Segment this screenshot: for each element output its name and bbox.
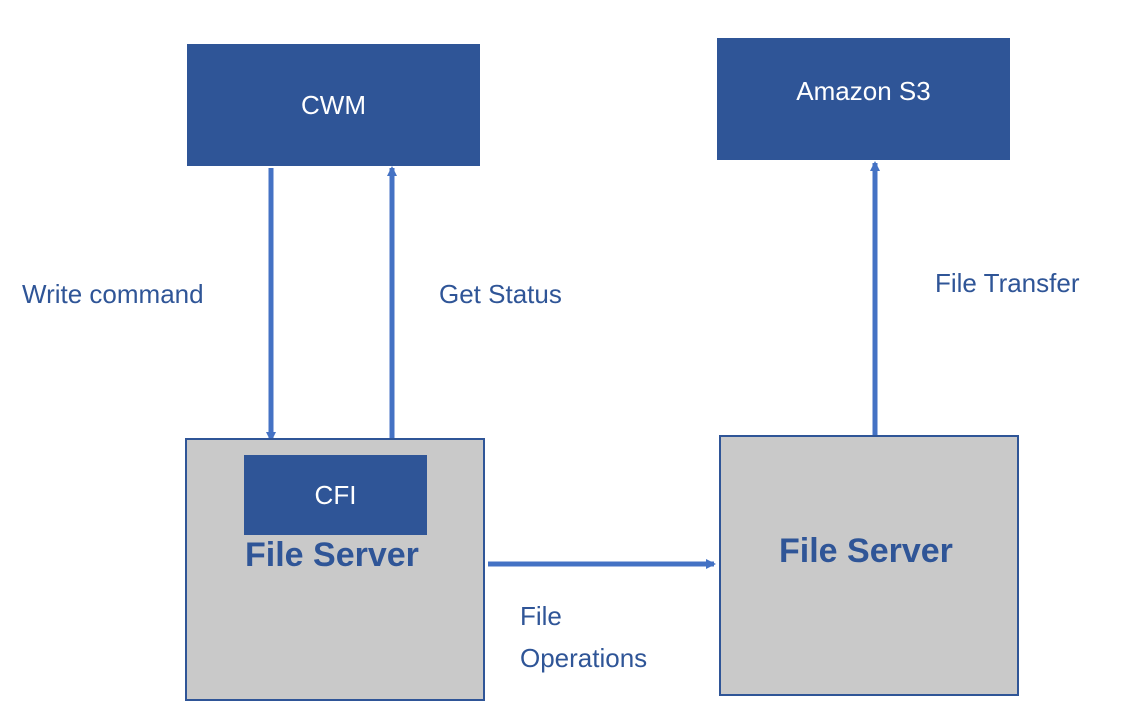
- write-command-label: Write command: [22, 279, 204, 309]
- get-status-label: Get Status: [439, 279, 562, 309]
- file-operations-label-line2: Operations: [520, 642, 648, 673]
- file-server-left-label: File Server: [245, 536, 419, 574]
- cwm-node: CWM: [187, 44, 480, 166]
- file-server-right-label: File Server: [779, 532, 953, 570]
- amazon-s3-label: Amazon S3: [796, 75, 931, 106]
- file-transfer-label: File Transfer: [935, 268, 1080, 298]
- cfi-node: CFI: [244, 455, 427, 535]
- file-server-right-node: [719, 435, 1019, 696]
- amazon-s3-node: Amazon S3: [717, 38, 1010, 160]
- file-operations-label-line1: File: [520, 601, 562, 631]
- cfi-label: CFI: [314, 479, 357, 510]
- cwm-label: CWM: [301, 89, 366, 120]
- file-operations-label: File Operations: [520, 596, 647, 679]
